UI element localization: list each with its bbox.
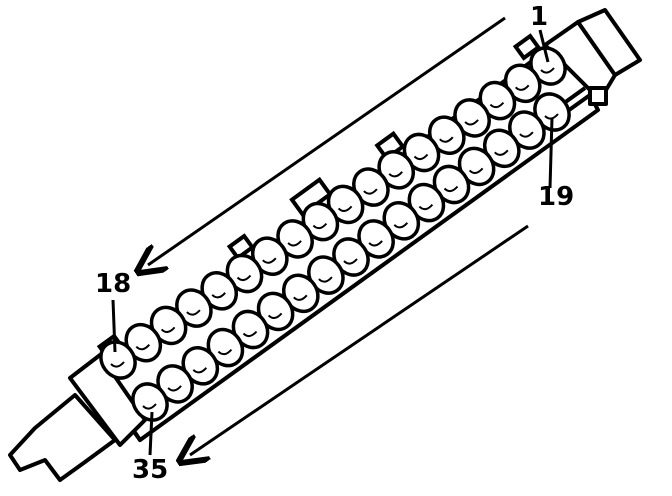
first-row-key-shading [160,326,176,333]
first-row-key-shading [514,84,530,91]
second-row-key-shading [494,149,509,156]
second-row-key-shading [468,167,484,174]
direction-arrows [148,16,529,455]
first-row-key-shading [388,171,403,178]
label-19: 19 [538,182,574,212]
second-row-key-shading [293,294,308,301]
second-row-key-shading [167,385,182,392]
first-row-key-shading [540,67,555,74]
second-row-key-shading [142,403,157,410]
label-1: 1 [530,2,548,32]
first-row-key-shading [489,101,505,109]
second-row-key-shading [418,203,434,211]
second-row-key [131,382,169,422]
upper-direction-arrow [148,16,506,265]
first-row-key-shading [363,188,378,195]
second-row-key-shading [217,348,233,356]
label-18: 18 [95,269,131,299]
first-row-key-shading [236,274,252,282]
first-row-key-shading [413,153,429,161]
second-row-key-shading [393,222,409,229]
second-row-key-shading [192,367,208,374]
keys-rows [99,46,571,422]
second-row-key-shading [267,312,283,319]
first-row-key-shading [135,344,151,351]
second-row-key-shading [318,276,333,283]
first-row-key-shading [312,222,328,230]
first-row-key-shading [186,309,201,316]
second-row-key-shading [242,330,258,338]
first-row-key-shading [211,292,226,299]
second-row-key-shading [343,258,358,265]
first-row-key-shading [464,119,479,126]
second-row-key-shading [519,131,534,138]
first-row-key-shading [262,257,277,264]
first-row-key-shading [110,361,125,368]
right-end-block [543,8,642,106]
first-row-key [99,340,137,380]
first-row-key-shading [287,240,302,247]
left-tail [8,393,117,482]
second-row-key-shading [368,240,383,247]
first-row-key-shading [337,205,353,212]
leader-lines [111,29,554,456]
first-row-key-shading [439,136,454,143]
right-handle [576,8,642,77]
label-35: 35 [132,455,168,485]
lower-direction-arrow [190,224,529,455]
second-row-key-shading [443,185,459,193]
